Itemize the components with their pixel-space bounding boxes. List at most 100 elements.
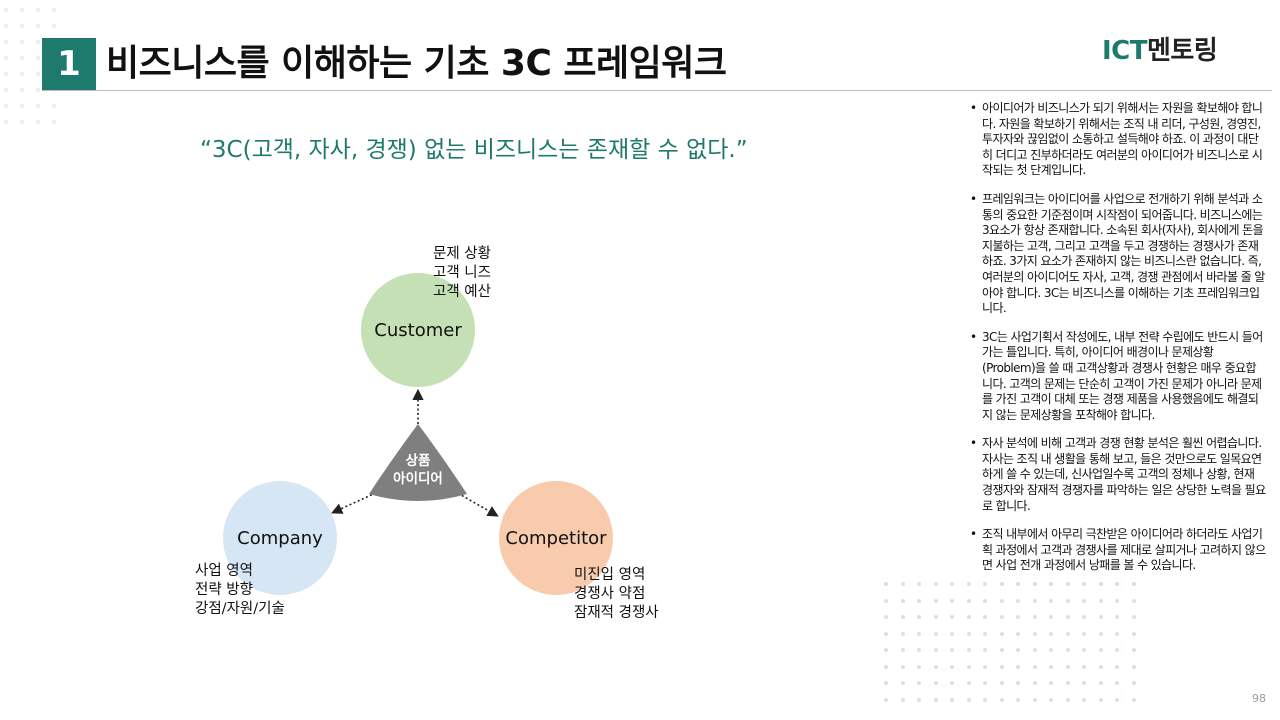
decorative-dot (884, 681, 888, 685)
decorative-dot (1065, 615, 1070, 619)
decorative-dot (966, 648, 971, 652)
decorative-dot (4, 104, 8, 108)
decorative-dot (966, 697, 971, 702)
decorative-dot (1131, 681, 1136, 685)
product-idea-label: 상품 아이디어 (385, 452, 451, 488)
3c-diagram-connectors (331, 388, 499, 517)
decorative-dot (933, 648, 938, 652)
decorative-dot (1049, 648, 1053, 652)
decorative-dot (983, 681, 987, 685)
decorative-dot (1082, 598, 1086, 603)
decorative-dot (1049, 631, 1053, 636)
product-idea-triangle (369, 424, 467, 501)
decorative-dot (36, 56, 40, 60)
decorative-dot (1016, 615, 1020, 619)
decorative-dot (933, 615, 938, 619)
decorative-dot (1131, 598, 1136, 603)
decorative-dot (917, 631, 921, 636)
decorative-dot (36, 72, 40, 76)
decorative-dot (917, 681, 921, 685)
decorative-dot (36, 24, 40, 28)
decorative-dot (999, 631, 1004, 636)
decorative-dot (1082, 615, 1086, 619)
decorative-dot (1016, 664, 1020, 669)
decorative-dot (4, 40, 8, 44)
decorative-dot (933, 631, 938, 636)
decorative-dot (933, 598, 938, 603)
decorative-dot (1098, 615, 1103, 619)
decorative-dot (1032, 615, 1037, 619)
decorative-dot (999, 681, 1004, 685)
decorative-dot (20, 24, 24, 28)
explanation-bullets: 아이디어가 비즈니스가 되기 위해서는 자원을 확보해야 합니다. 자원을 확보… (968, 101, 1266, 587)
decorative-dot (1032, 582, 1037, 586)
decorative-dot (20, 40, 24, 44)
decorative-dot (1065, 681, 1070, 685)
decorative-dot (1098, 582, 1103, 586)
decorative-dot (900, 664, 905, 669)
decorative-dot (1065, 648, 1070, 652)
decorative-dot (884, 697, 888, 702)
bullet-item: 아이디어가 비즈니스가 되기 위해서는 자원을 확보해야 합니다. 자원을 확보… (968, 101, 1266, 179)
decorative-dot (52, 104, 56, 108)
decorative-dot (1098, 648, 1103, 652)
company-note: 강점/자원/기술 (195, 601, 285, 617)
center-label-line-1: 상품 (405, 453, 431, 469)
decorative-dot (999, 648, 1004, 652)
decorative-dot (933, 664, 938, 669)
decorative-dot (1131, 697, 1136, 702)
competitor-note: 경쟁사 약점 (574, 586, 646, 602)
decorative-dot (1098, 631, 1103, 636)
decorative-dot (1098, 697, 1103, 702)
decorative-dot (1098, 681, 1103, 685)
decorative-dot (1032, 664, 1037, 669)
company-note: 전략 방향 (195, 582, 253, 598)
decorative-dot (900, 648, 905, 652)
decorative-dot (1032, 631, 1037, 636)
decorative-dot (900, 615, 905, 619)
bullet-item: 자사 분석에 비해 고객과 경쟁 현황 분석은 훨씬 어렵습니다. 자사는 조직… (968, 436, 1266, 514)
decorative-dot (20, 104, 24, 108)
decorative-dot (20, 88, 24, 92)
decorative-dot (1065, 631, 1070, 636)
logo-ict-text: ICT (1102, 36, 1148, 66)
decorative-dot (1131, 648, 1136, 652)
decorative-dot (999, 697, 1004, 702)
bullet-item: 3C는 사업기획서 작성에도, 내부 전략 수립에도 반드시 들어가는 틀입니다… (968, 330, 1266, 424)
decorative-dot (950, 664, 954, 669)
decorative-dot (1049, 615, 1053, 619)
decorative-dot (1082, 664, 1086, 669)
decorative-dot (4, 88, 8, 92)
key-quote: “3C(고객, 자사, 경쟁) 없는 비즈니스는 존재할 수 없다.” (200, 137, 748, 163)
title-divider (42, 90, 1272, 91)
decorative-dot (1032, 681, 1037, 685)
decorative-dot (20, 120, 24, 124)
decorative-dot (52, 120, 56, 124)
decorative-dot (20, 56, 24, 60)
decorative-dot (1032, 697, 1037, 702)
decorative-dot (884, 615, 888, 619)
decorative-dot (4, 72, 8, 76)
decorative-dot (950, 615, 954, 619)
decorative-dot (966, 631, 971, 636)
decorative-dot (950, 648, 954, 652)
decorative-dot (966, 664, 971, 669)
decorative-dot (1131, 664, 1136, 669)
decorative-dot (1082, 648, 1086, 652)
decorative-dot (1049, 681, 1053, 685)
arrow-to-company (331, 490, 381, 514)
company-label: Company (237, 527, 323, 549)
decorative-dot (4, 24, 8, 28)
decorative-dot (1115, 648, 1119, 652)
decorative-dot (1049, 664, 1053, 669)
decorative-dot (1065, 598, 1070, 603)
decorative-dot (1115, 664, 1119, 669)
decorative-dot (1115, 598, 1119, 603)
decorative-dot (1082, 582, 1086, 586)
page-title: 비즈니스를 이해하는 기초 3C 프레임워크 (106, 43, 727, 84)
decorative-dot (36, 40, 40, 44)
decorative-dot (1016, 631, 1020, 636)
decorative-dot (900, 631, 905, 636)
company-circle: Company (223, 481, 337, 595)
decorative-dot (1082, 631, 1086, 636)
